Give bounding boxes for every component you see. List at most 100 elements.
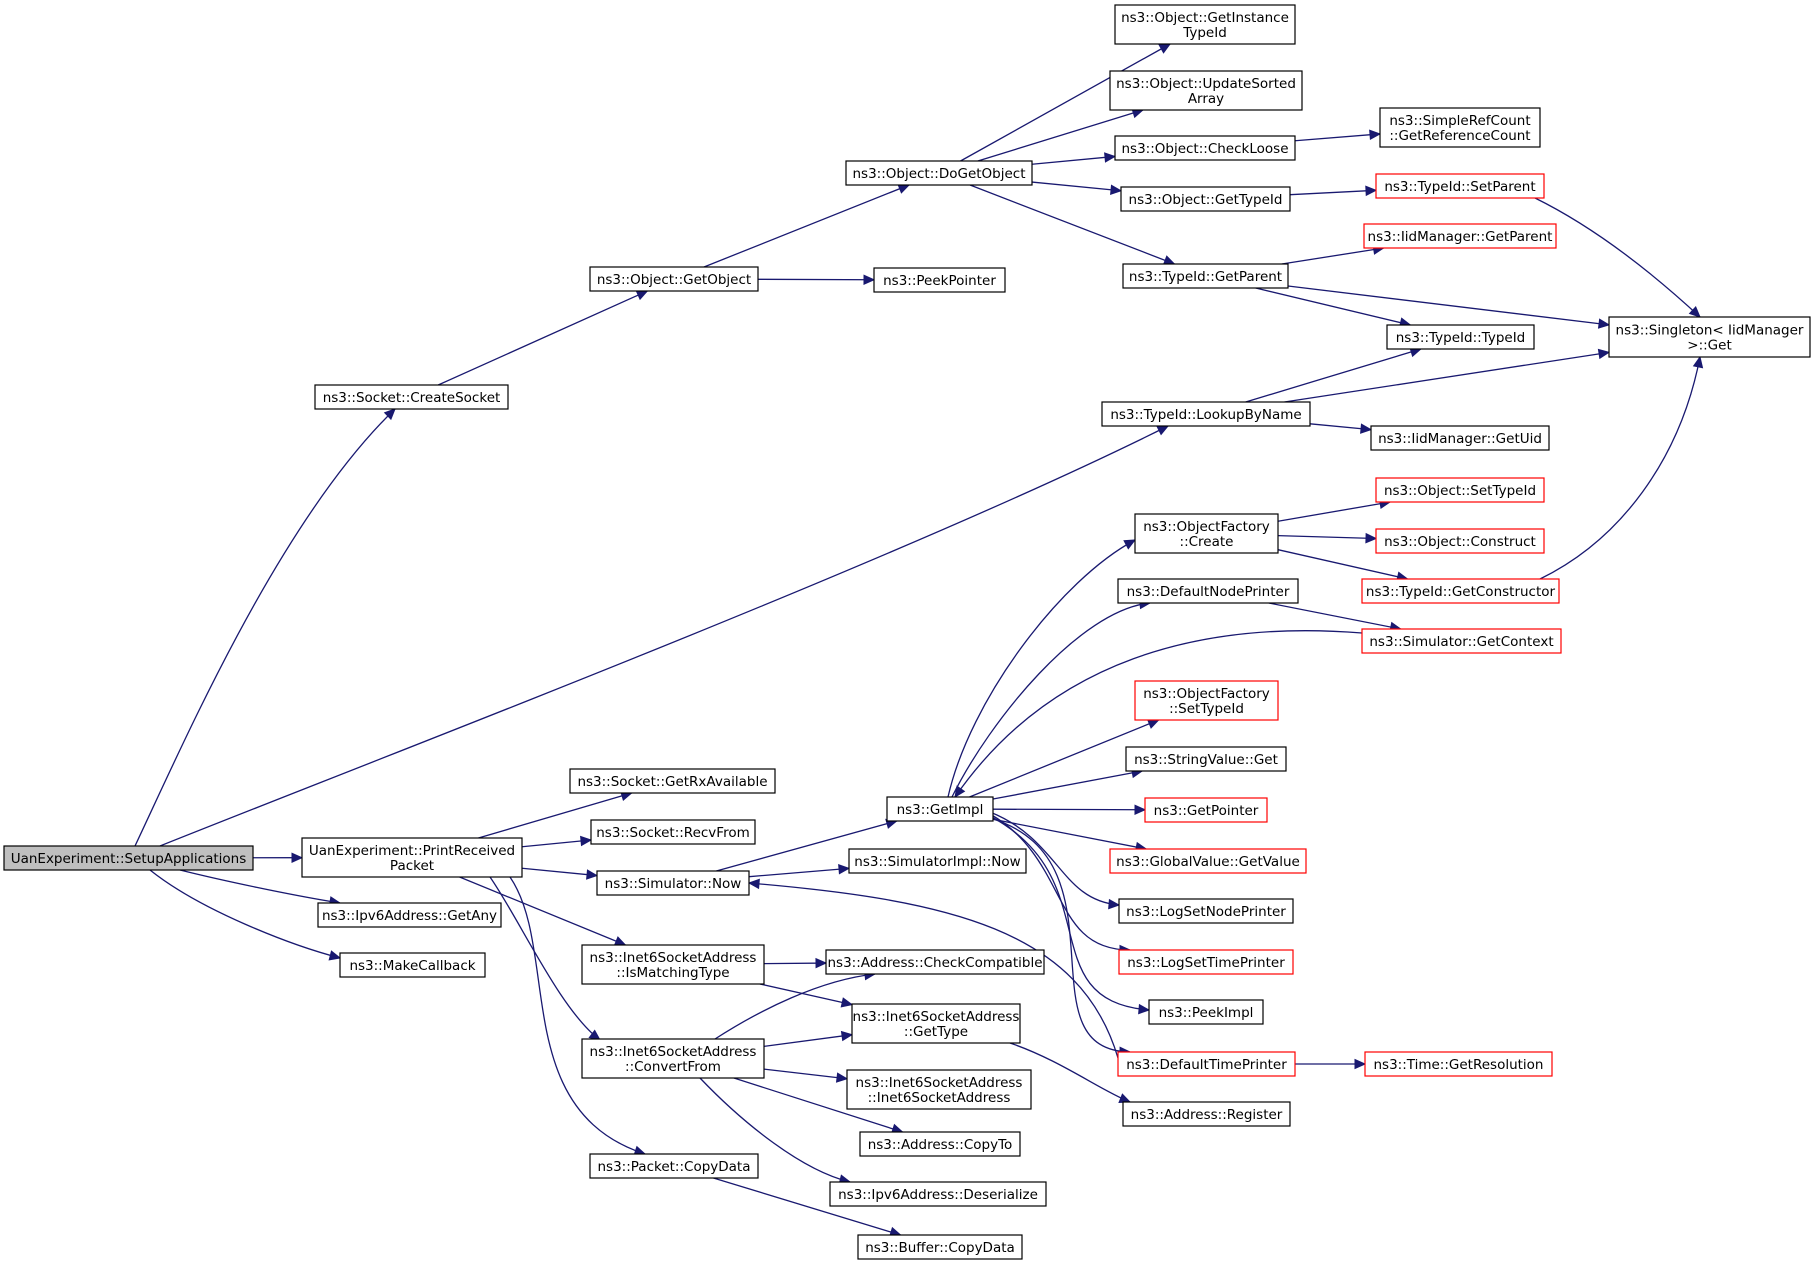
node-box[interactable] bbox=[1125, 746, 1287, 772]
node-buffercopydata[interactable]: ns3::Buffer::CopyData bbox=[857, 1234, 1023, 1260]
node-makecallback[interactable]: ns3::MakeCallback bbox=[339, 952, 486, 978]
node-ofsettypeid[interactable]: ns3::ObjectFactory::SetTypeId bbox=[1134, 680, 1279, 721]
node-box[interactable] bbox=[317, 902, 502, 928]
node-dogetobject[interactable]: ns3::Object::DoGetObject bbox=[845, 160, 1033, 186]
node-box[interactable] bbox=[1386, 324, 1535, 350]
node-ismatchingtype[interactable]: ns3::Inet6SocketAddress::IsMatchingType bbox=[581, 944, 765, 985]
node-ipv6deserialize[interactable]: ns3::Ipv6Address::Deserialize bbox=[829, 1181, 1047, 1207]
node-checkcompatible[interactable]: ns3::Address::CheckCompatible bbox=[825, 949, 1045, 975]
node-getimpl[interactable]: ns3::GetImpl bbox=[886, 796, 994, 822]
node-ofcreate[interactable]: ns3::ObjectFactory::Create bbox=[1134, 513, 1279, 554]
node-box[interactable] bbox=[301, 837, 523, 878]
node-box[interactable] bbox=[589, 1153, 759, 1179]
node-box[interactable] bbox=[314, 384, 509, 410]
node-box[interactable] bbox=[1134, 680, 1279, 721]
node-typeidtypeid[interactable]: ns3::TypeId::TypeId bbox=[1386, 324, 1535, 350]
node-typeidgetparent[interactable]: ns3::TypeId::GetParent bbox=[1122, 263, 1289, 289]
node-box[interactable] bbox=[1122, 263, 1289, 289]
node-construct[interactable]: ns3::Object::Construct bbox=[1375, 528, 1545, 554]
node-box[interactable] bbox=[569, 768, 776, 794]
node-box[interactable] bbox=[590, 819, 756, 845]
node-getresolution[interactable]: ns3::Time::GetResolution bbox=[1364, 1051, 1553, 1077]
node-defaulttimeprinter[interactable]: ns3::DefaultTimePrinter bbox=[1117, 1051, 1296, 1077]
node-logsettimeprinter[interactable]: ns3::LogSetTimePrinter bbox=[1118, 949, 1294, 975]
node-lookupbyname[interactable]: ns3::TypeId::LookupByName bbox=[1101, 401, 1311, 427]
node-box[interactable] bbox=[1120, 186, 1291, 212]
node-box[interactable] bbox=[848, 848, 1027, 874]
node-simnow[interactable]: ns3::Simulator::Now bbox=[596, 870, 750, 896]
node-getobject[interactable]: ns3::Object::GetObject bbox=[589, 266, 759, 292]
node-singleton[interactable]: ns3::Singleton< IidManager >::Get bbox=[1608, 316, 1811, 358]
node-box[interactable] bbox=[1144, 797, 1268, 823]
node-box[interactable] bbox=[589, 266, 759, 292]
node-getconstructor[interactable]: ns3::TypeId::GetConstructor bbox=[1361, 578, 1560, 604]
node-addrcopyto[interactable]: ns3::Address::CopyTo bbox=[859, 1131, 1021, 1157]
node-box[interactable] bbox=[1109, 848, 1307, 874]
node-box[interactable] bbox=[1148, 999, 1264, 1025]
node-box[interactable] bbox=[846, 1069, 1032, 1110]
node-iidgetparent[interactable]: ns3::IidManager::GetParent bbox=[1363, 223, 1557, 249]
node-root[interactable]: UanExperiment::SetupApplications bbox=[3, 845, 254, 871]
node-globalvalue[interactable]: ns3::GlobalValue::GetValue bbox=[1109, 848, 1307, 874]
node-box[interactable] bbox=[1375, 173, 1545, 199]
node-peekimpl[interactable]: ns3::PeekImpl bbox=[1148, 999, 1264, 1025]
node-box[interactable] bbox=[339, 952, 486, 978]
node-box[interactable] bbox=[1118, 898, 1294, 924]
node-getcontext[interactable]: ns3::Simulator::GetContext bbox=[1361, 628, 1562, 654]
node-box[interactable] bbox=[873, 267, 1006, 293]
node-box[interactable] bbox=[1364, 1051, 1553, 1077]
node-box[interactable] bbox=[596, 870, 750, 896]
node-box[interactable] bbox=[581, 1038, 765, 1079]
node-box[interactable] bbox=[1379, 107, 1541, 148]
node-box[interactable] bbox=[3, 845, 254, 871]
node-convertfrom[interactable]: ns3::Inet6SocketAddress::ConvertFrom bbox=[581, 1038, 765, 1079]
node-box[interactable] bbox=[845, 160, 1033, 186]
node-box[interactable] bbox=[1118, 949, 1294, 975]
node-simimplnow[interactable]: ns3::SimulatorImpl::Now bbox=[848, 848, 1027, 874]
node-box[interactable] bbox=[1101, 401, 1311, 427]
node-checkloose[interactable]: ns3::Object::CheckLoose bbox=[1114, 135, 1296, 161]
node-i6gettype[interactable]: ns3::Inet6SocketAddress::GetType bbox=[851, 1003, 1021, 1044]
node-defaultnodeprinter[interactable]: ns3::DefaultNodePrinter bbox=[1117, 578, 1299, 604]
node-packetcopydata[interactable]: ns3::Packet::CopyData bbox=[589, 1153, 759, 1179]
node-createsocket[interactable]: ns3::Socket::CreateSocket bbox=[314, 384, 509, 410]
node-iidgetuid[interactable]: ns3::IidManager::GetUid bbox=[1370, 425, 1550, 451]
node-addrregister[interactable]: ns3::Address::Register bbox=[1122, 1101, 1291, 1127]
node-box[interactable] bbox=[1370, 425, 1550, 451]
node-box[interactable] bbox=[1363, 223, 1557, 249]
node-box[interactable] bbox=[857, 1234, 1023, 1260]
node-box[interactable] bbox=[1361, 628, 1562, 654]
node-box[interactable] bbox=[1608, 316, 1811, 358]
node-box[interactable] bbox=[829, 1181, 1047, 1207]
node-box[interactable] bbox=[1134, 513, 1279, 554]
node-getrefcount[interactable]: ns3::SimpleRefCount::GetReferenceCount bbox=[1379, 107, 1541, 148]
node-getpointer[interactable]: ns3::GetPointer bbox=[1144, 797, 1268, 823]
node-i6ctor[interactable]: ns3::Inet6SocketAddress::Inet6SocketAddr… bbox=[846, 1069, 1032, 1110]
node-box[interactable] bbox=[1375, 528, 1545, 554]
node-box[interactable] bbox=[1117, 1051, 1296, 1077]
node-box[interactable] bbox=[886, 796, 994, 822]
node-box[interactable] bbox=[1114, 4, 1296, 45]
node-objgettypeid[interactable]: ns3::Object::GetTypeId bbox=[1120, 186, 1291, 212]
node-box[interactable] bbox=[1109, 70, 1303, 111]
node-box[interactable] bbox=[825, 949, 1045, 975]
node-box[interactable] bbox=[1361, 578, 1560, 604]
node-setobjtypeid[interactable]: ns3::Object::SetTypeId bbox=[1375, 477, 1545, 503]
node-box[interactable] bbox=[1122, 1101, 1291, 1127]
node-logsetnodeprinter[interactable]: ns3::LogSetNodePrinter bbox=[1118, 898, 1294, 924]
node-getrxavailable[interactable]: ns3::Socket::GetRxAvailable bbox=[569, 768, 776, 794]
node-recvfrom[interactable]: ns3::Socket::RecvFrom bbox=[590, 819, 756, 845]
node-box[interactable] bbox=[581, 944, 765, 985]
node-ipv6getany[interactable]: ns3::Ipv6Address::GetAny bbox=[317, 902, 502, 928]
node-peekpointer[interactable]: ns3::PeekPointer bbox=[873, 267, 1006, 293]
node-box[interactable] bbox=[1375, 477, 1545, 503]
node-stringvalueget[interactable]: ns3::StringValue::Get bbox=[1125, 746, 1287, 772]
node-box[interactable] bbox=[1114, 135, 1296, 161]
node-box[interactable] bbox=[1117, 578, 1299, 604]
node-box[interactable] bbox=[859, 1131, 1021, 1157]
node-setparent[interactable]: ns3::TypeId::SetParent bbox=[1375, 173, 1545, 199]
node-box[interactable] bbox=[851, 1003, 1021, 1044]
